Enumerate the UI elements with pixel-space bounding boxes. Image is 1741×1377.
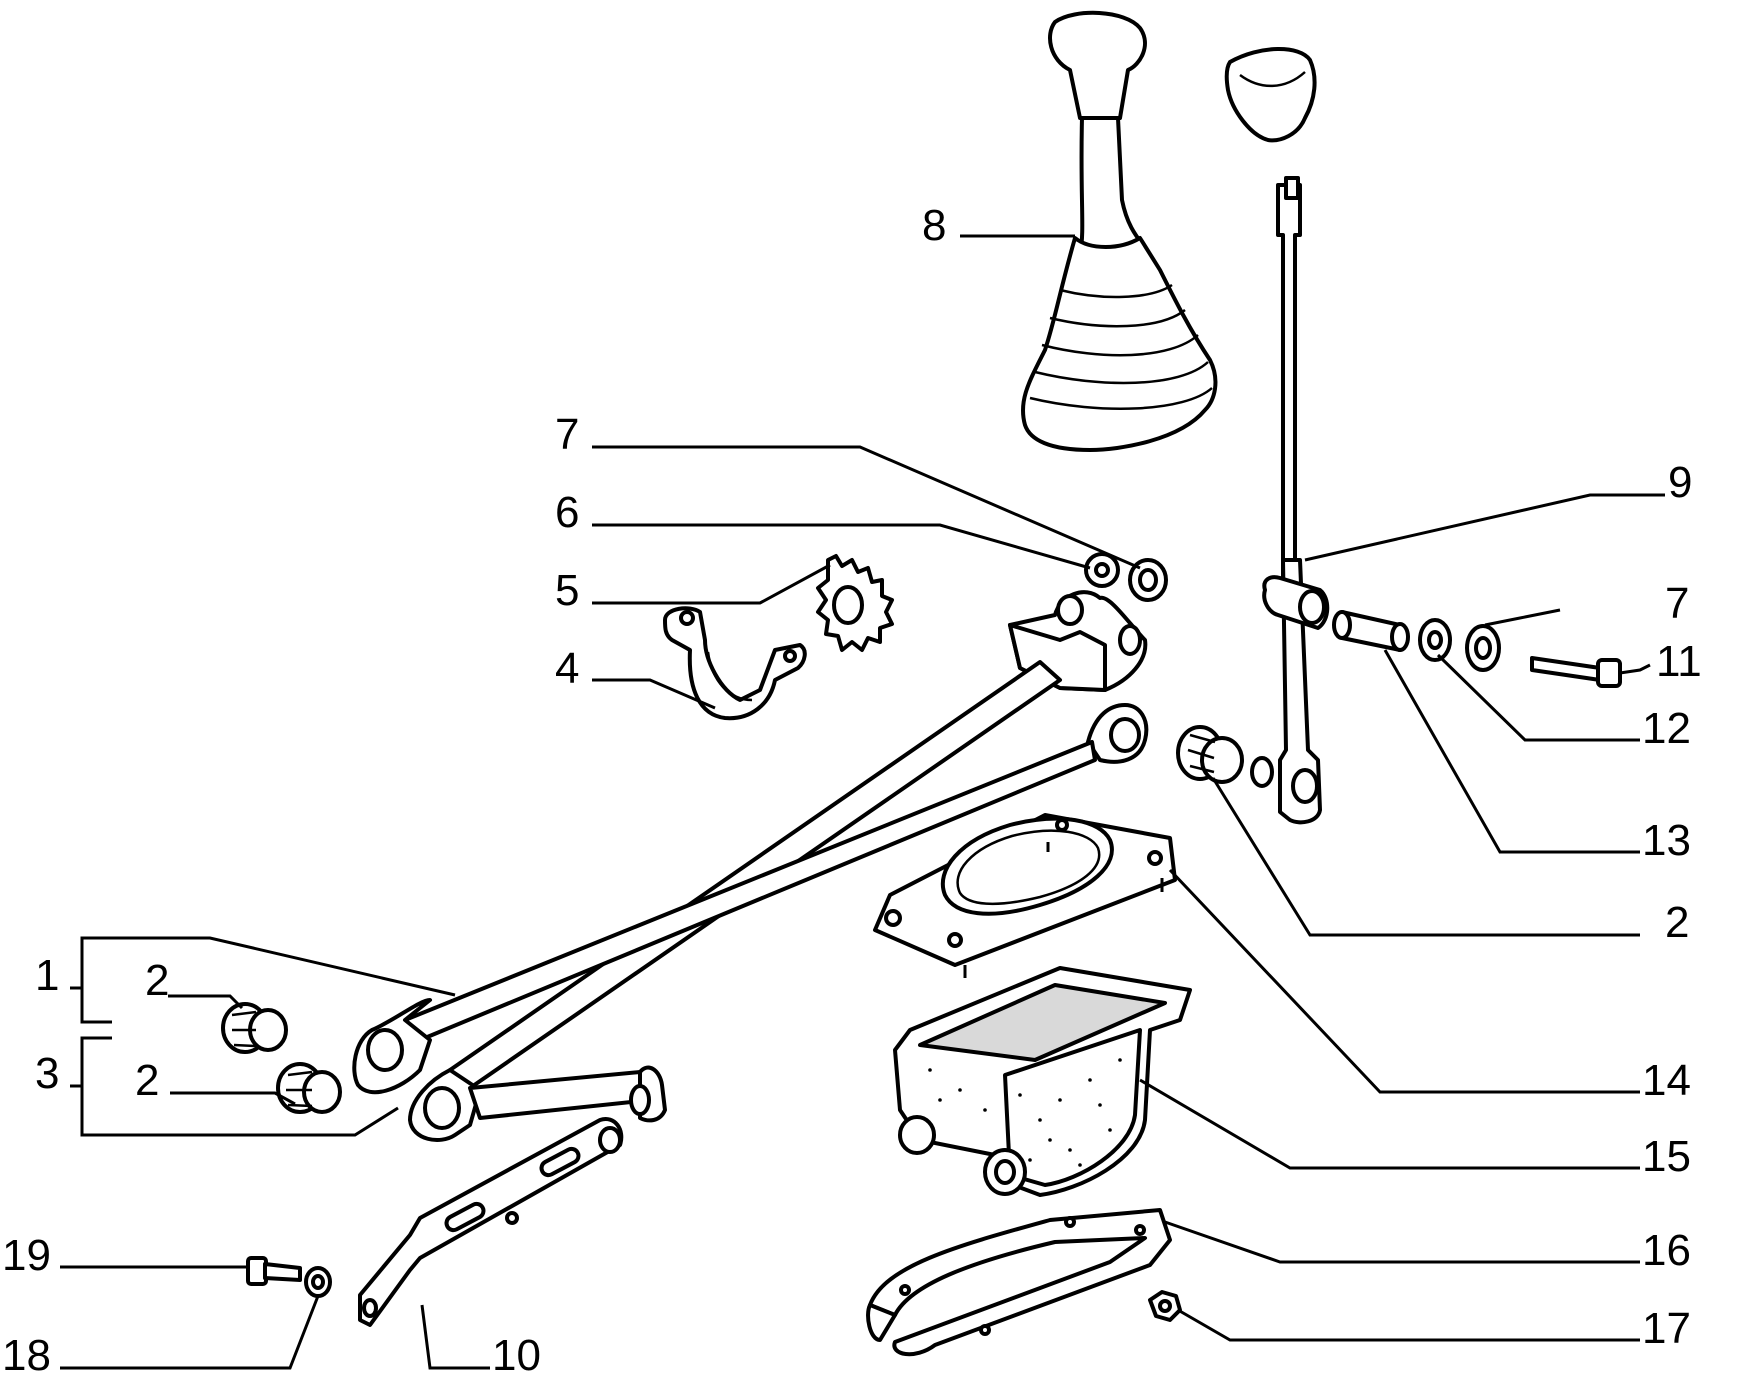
label-3: 3 xyxy=(35,1049,59,1098)
bolt-11 xyxy=(1530,656,1622,688)
bolt-19 xyxy=(246,1256,302,1286)
pin-13 xyxy=(1332,610,1410,652)
label-16: 16 xyxy=(1642,1226,1691,1275)
label-1: 1 xyxy=(35,951,59,1000)
lever-housing-15 xyxy=(893,966,1192,1197)
callout-labels: 1 2 2 2 3 4 5 6 7 7 8 9 10 11 12 13 14 1… xyxy=(2,201,1702,1377)
link-plate-10 xyxy=(358,1117,624,1327)
washer-7-left xyxy=(1128,558,1168,602)
label-2-left-upper: 2 xyxy=(145,956,169,1005)
label-4: 4 xyxy=(555,644,579,693)
label-5: 5 xyxy=(555,566,579,615)
washer-7-right xyxy=(1465,624,1501,672)
label-12: 12 xyxy=(1642,704,1691,753)
label-14: 14 xyxy=(1642,1056,1691,1105)
gasket-16 xyxy=(866,1208,1172,1357)
label-6: 6 xyxy=(555,488,579,537)
toothed-bush-5 xyxy=(816,554,894,652)
label-11: 11 xyxy=(1656,637,1702,686)
label-10: 10 xyxy=(492,1331,541,1377)
reaction-rod-assembly xyxy=(352,703,1149,1095)
label-18: 18 xyxy=(2,1331,51,1377)
label-17: 17 xyxy=(1642,1304,1691,1353)
sealing-plate-14 xyxy=(873,813,1177,978)
label-19: 19 xyxy=(2,1231,51,1280)
label-2-left-lower: 2 xyxy=(135,1056,159,1105)
label-7-top: 7 xyxy=(555,410,579,459)
leader-lines xyxy=(60,234,1665,1370)
gear-lever-boot xyxy=(1020,10,1218,452)
label-15: 15 xyxy=(1642,1132,1691,1181)
nut-17 xyxy=(1148,1290,1182,1322)
label-13: 13 xyxy=(1642,816,1691,865)
label-8: 8 xyxy=(922,201,946,250)
washer-12 xyxy=(1418,618,1452,662)
bracket-4 xyxy=(663,606,807,721)
nut-6 xyxy=(1084,552,1120,588)
gear-lever xyxy=(1250,176,1330,825)
label-9: 9 xyxy=(1668,458,1692,507)
gear-knob xyxy=(1224,47,1317,143)
label-7-right: 7 xyxy=(1665,579,1689,628)
bush-2-left-lower xyxy=(276,1062,342,1114)
bush-2-left-upper xyxy=(221,1002,288,1054)
label-2-right: 2 xyxy=(1665,898,1689,947)
bush-2-right xyxy=(1176,725,1244,784)
washer-18 xyxy=(304,1266,332,1298)
lower-lever-3 xyxy=(408,1065,667,1142)
